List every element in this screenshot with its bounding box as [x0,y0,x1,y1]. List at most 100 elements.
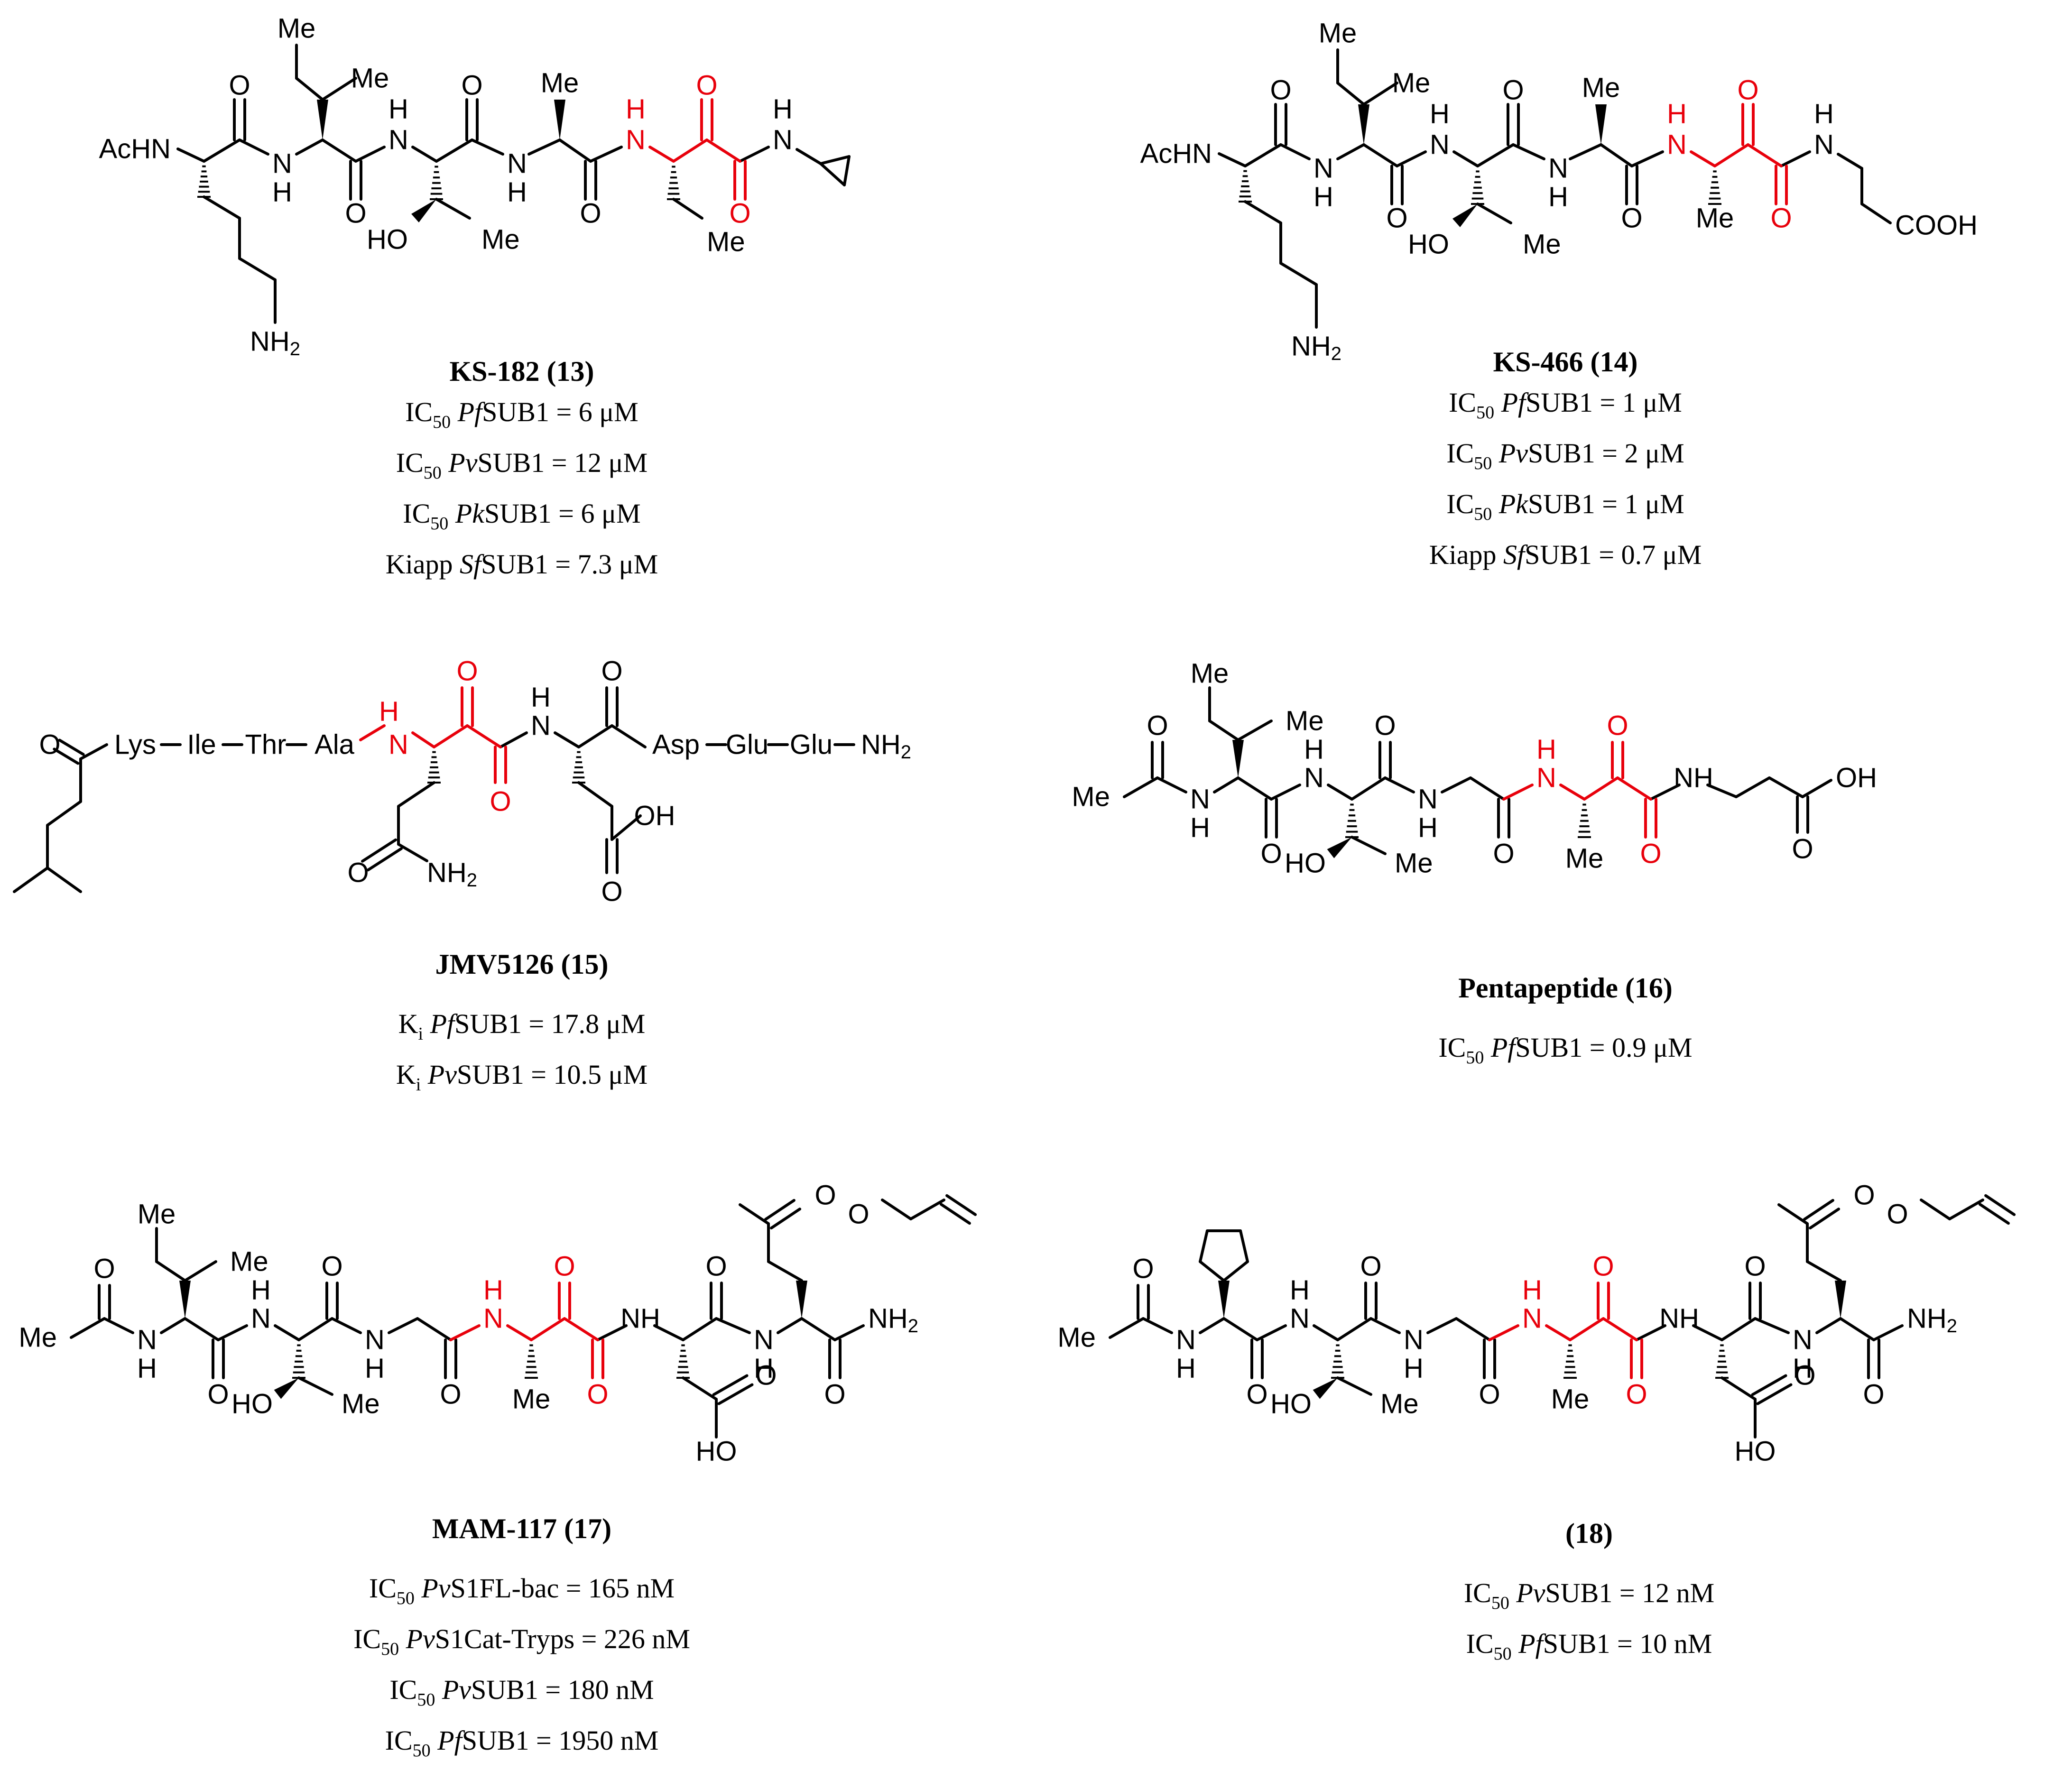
bond [1336,1317,1372,1341]
bond [819,162,846,186]
bond [1559,784,1586,801]
atom-label: H [1522,1275,1542,1306]
atom-label: O [1502,75,1524,106]
bond [1476,203,1512,224]
bond [577,724,613,748]
atom-label: H [1548,182,1568,212]
wedge-bond [1313,1378,1338,1399]
wedge-bond [317,100,328,140]
activity-value: SUB1 = 180 nM [471,1674,654,1705]
atom-label: Me [230,1246,268,1277]
atom-label: H [507,177,527,208]
atom-label: NH2 [427,858,477,891]
bond [321,77,357,101]
atom-label: N [388,125,408,156]
bond [499,731,528,748]
atom-label: N [626,125,646,156]
activity-list: IC50 PfSUB1 = 0.9 μM [1233,1027,1897,1078]
bond [1208,719,1240,741]
wedge-bond [1595,104,1607,145]
spacer [190,1549,854,1568]
atom-label: H [379,696,399,727]
activity-species: Pf [1494,387,1526,418]
atom-label: N [1814,129,1834,160]
activity-value: SUB1 = 2 μM [1527,438,1684,469]
activity-prefix: IC [1446,489,1474,519]
activity-value: SUB1 = 1950 nM [462,1725,659,1756]
bond [471,138,504,156]
bond [1213,776,1240,793]
double-bond [366,847,403,872]
activity-subscript: i [418,1024,424,1044]
activity-subscript: 50 [412,1741,431,1761]
wedge-bond [1232,740,1244,778]
bond [589,146,623,163]
bond [1569,143,1602,160]
bond [1545,1324,1572,1341]
bond [1583,776,1619,801]
atom-label: O [1147,710,1168,741]
activity-prefix: Kiapp [385,549,460,580]
atom-label: O [1270,75,1291,106]
bond [416,1317,452,1341]
bond [610,724,647,748]
atom-label: HO [696,1436,737,1467]
atom-label: N [1418,784,1438,815]
atom-label: O [755,1360,777,1391]
atom-label: Me [1551,1384,1590,1415]
activity-line: IC50 PvS1Cat-Tryps = 226 nM [190,1619,854,1670]
wedge-bond [179,1281,191,1319]
activity-prefix: IC [385,1725,413,1756]
bond [1600,143,1633,167]
atom-label: N [1430,129,1450,160]
bond [238,257,277,281]
bond [1396,150,1427,167]
wedge-bond [274,1378,299,1399]
activity-species: Pk [448,498,484,529]
atom-label: O [1794,1360,1815,1391]
bond [1237,776,1273,801]
atom-label: Ile [187,729,216,760]
activity-prefix: K [398,1008,418,1039]
double-bond [58,738,85,756]
atom-label: Me [481,224,520,255]
bond [1569,1317,1605,1341]
atom-label: Thr [245,729,287,760]
bond [1327,784,1353,801]
atom-label: Glu [726,729,768,760]
activity-prefix: IC [396,447,424,478]
atom-label: NH [620,1303,660,1334]
bond [203,138,241,163]
bond [1754,1317,1790,1334]
activity-value: S1Cat-Tryps = 226 nM [435,1623,690,1654]
activity-subscript: 50 [381,1639,399,1659]
atom-label: O [461,70,482,101]
atom-label: O [1360,1251,1381,1282]
atom-label: Me [1395,848,1433,879]
atom-label: O [1479,1379,1500,1410]
activity-species: Pv [414,1573,451,1604]
atom-label: H [388,94,408,125]
atom-label: NH2 [250,326,300,360]
activity-prefix: IC [1449,387,1477,418]
atom-label: O [1640,839,1661,869]
activity-value: SUB1 = 7.3 μM [481,549,658,580]
atom-label: O [1592,1251,1614,1282]
atom-label: O [440,1379,461,1410]
atom-label: O [1132,1254,1154,1284]
bond [274,1324,300,1341]
bond [1222,1317,1258,1341]
activity-species: Pv [435,1674,472,1705]
bond [1872,1324,1904,1341]
bond [777,1317,803,1334]
bond [411,146,438,163]
atom-label: Me [1319,18,1357,49]
bond [881,1199,912,1220]
double-bond [939,1203,971,1225]
activity-species: Pf [423,1008,455,1039]
bond [1635,1324,1666,1341]
